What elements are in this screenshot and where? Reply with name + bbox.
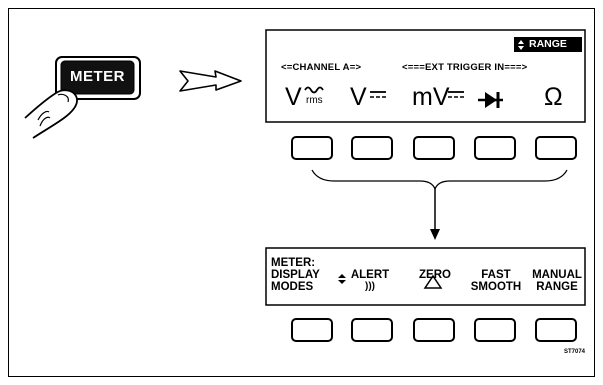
- manual-line: MANUAL: [532, 269, 582, 281]
- display-modes-line3: MODES: [271, 281, 314, 293]
- ext-trigger-label: <===EXT TRIGGER IN===>: [402, 62, 528, 73]
- channel-a-label: <=CHANNEL A=>: [281, 62, 362, 73]
- ac-wave-icon: [304, 86, 324, 94]
- range-tag: [514, 37, 582, 52]
- manual-range-label: MANUAL RANGE: [527, 269, 587, 293]
- manual-range-key[interactable]: [535, 318, 577, 342]
- zero-key[interactable]: [413, 318, 455, 342]
- range-label: RANGE: [529, 38, 567, 50]
- modes-down-icon: [338, 280, 346, 284]
- top-soft-key-2[interactable]: [351, 136, 393, 160]
- down-arrow-icon: [430, 229, 440, 240]
- alert-label: ALERT ))): [340, 269, 400, 293]
- zero-triangle-icon: [423, 274, 443, 289]
- modes-up-icon: [338, 274, 346, 278]
- function-mvdc-symbol: mV: [412, 83, 450, 111]
- fast-smooth-key[interactable]: [474, 318, 516, 342]
- figure-code: ST7074: [564, 349, 586, 355]
- display-modes-line2: DISPLAY: [271, 269, 320, 281]
- function-vac-rms: rms: [306, 95, 323, 106]
- zero-label: ZERO: [405, 269, 465, 281]
- range-down-icon: [518, 46, 524, 50]
- top-soft-key-1[interactable]: [291, 136, 333, 160]
- display-modes-line1: METER:: [271, 257, 316, 269]
- alert-beep-icon: ))): [365, 281, 375, 292]
- fast-smooth-label: FAST SMOOTH: [466, 269, 526, 293]
- key-bracket: [311, 169, 568, 191]
- zero-line1: ZERO: [419, 269, 451, 281]
- big-arrow-icon: [179, 70, 242, 92]
- meter-key-label: METER: [70, 68, 125, 85]
- diode-icon: [478, 92, 503, 108]
- function-ohm-symbol: Ω: [544, 83, 563, 111]
- top-soft-key-4[interactable]: [474, 136, 516, 160]
- meter-key-face: [60, 60, 135, 95]
- display-modes-label: METER: DISPLAY MODES: [271, 257, 331, 293]
- fast-line: FAST: [481, 269, 511, 281]
- bottom-display-panel: [265, 247, 586, 306]
- finger-icon: [24, 89, 78, 139]
- alert-line1: ALERT: [350, 269, 390, 281]
- range-line: RANGE: [536, 281, 578, 293]
- range-up-icon: [518, 40, 524, 44]
- top-soft-key-3[interactable]: [413, 136, 455, 160]
- function-vac-symbol: V: [285, 83, 302, 111]
- smooth-line: SMOOTH: [470, 281, 522, 293]
- function-vdc-symbol: V: [350, 83, 367, 111]
- alert-key[interactable]: [351, 318, 393, 342]
- top-soft-key-5[interactable]: [535, 136, 577, 160]
- display-modes-key[interactable]: [291, 318, 333, 342]
